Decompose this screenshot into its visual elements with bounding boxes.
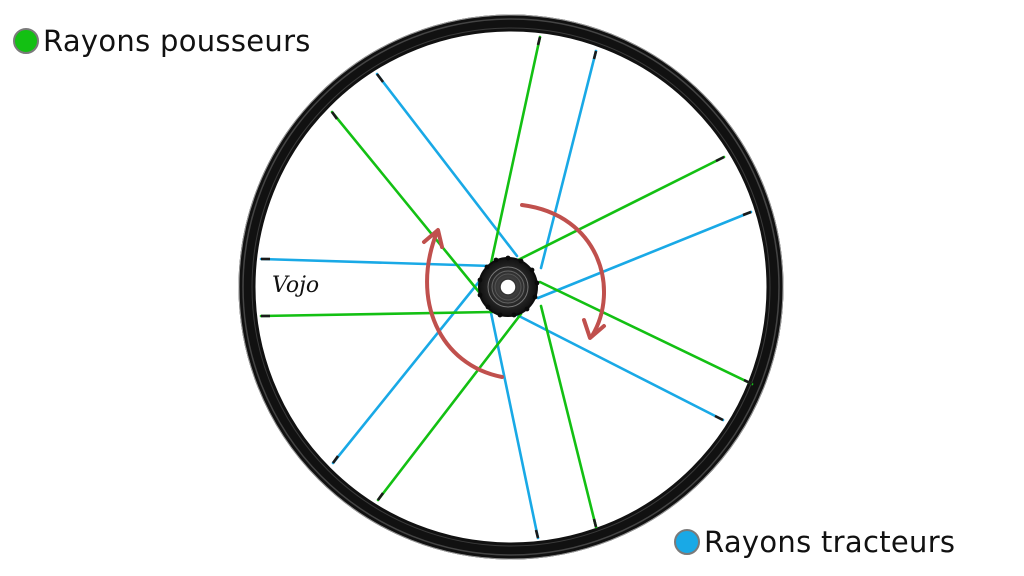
arrow-right-head-icon <box>582 318 606 340</box>
green-dot-icon <box>13 28 39 54</box>
arrow-left-head-icon <box>422 228 444 249</box>
spoke-blue-2 <box>539 49 598 270</box>
hub <box>477 255 540 318</box>
legend-pulling-spokes: Rayons tracteurs <box>674 525 955 559</box>
spoke-green-7 <box>330 110 481 294</box>
spoke-green-1 <box>488 35 542 270</box>
spoke-nipples <box>261 36 753 539</box>
spoke-blue-7 <box>259 257 494 268</box>
arrow-left-arc <box>425 230 504 379</box>
spoke-green-4 <box>539 304 598 529</box>
blue-dot-icon <box>674 529 700 555</box>
spoke-green-5 <box>376 312 523 502</box>
spoke-blue-5 <box>488 306 540 540</box>
legend-pushing-label: Rayons pousseurs <box>43 24 311 58</box>
spoke-blue-6 <box>331 276 484 465</box>
legend-pushing-spokes: Rayons pousseurs <box>13 24 311 58</box>
brand-logo: Vojo <box>272 273 319 298</box>
pushing-spokes <box>259 35 754 529</box>
rim <box>238 14 784 560</box>
rotation-arrows <box>422 203 606 379</box>
spoke-blue-1 <box>375 72 519 258</box>
spoke-green-3 <box>538 280 754 386</box>
spoke-green-6 <box>259 310 494 318</box>
spoke-blue-3 <box>536 210 753 300</box>
legend-pulling-label: Rayons tracteurs <box>704 525 956 559</box>
arrow-right-arc <box>520 203 606 338</box>
pulling-spokes <box>259 49 753 540</box>
spoke-blue-4 <box>513 312 725 422</box>
spoke-green-2 <box>516 155 726 262</box>
